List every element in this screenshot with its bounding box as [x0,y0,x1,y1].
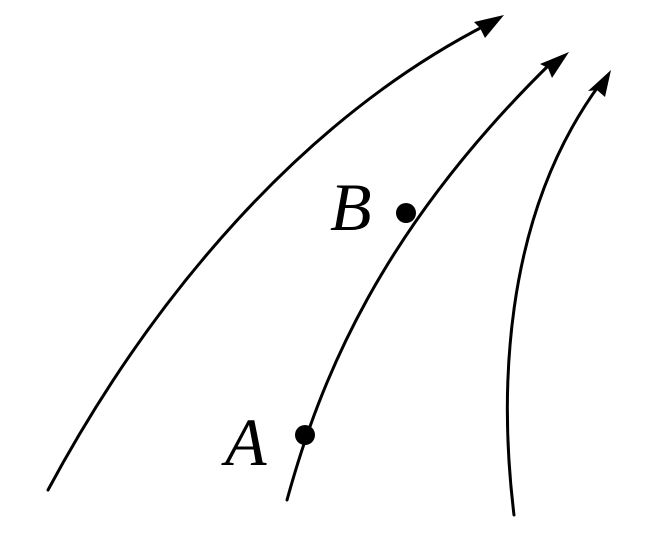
point-b-dot [396,203,416,223]
field-line-left-arrowhead [474,15,504,38]
field-line-right-curve [505,82,602,517]
point-b-label: B [330,169,372,245]
field-line-middle [285,52,569,502]
point-b: B [330,169,416,245]
point-a-dot [295,425,315,445]
field-line-middle-curve [285,60,554,502]
field-line-right-arrowhead [588,70,611,97]
point-a: A [221,404,315,480]
field-line-left-curve [46,22,490,492]
field-line-right [505,70,611,517]
field-line-middle-arrowhead [540,52,569,78]
field-line-left [46,15,504,492]
point-a-label: A [221,404,267,480]
